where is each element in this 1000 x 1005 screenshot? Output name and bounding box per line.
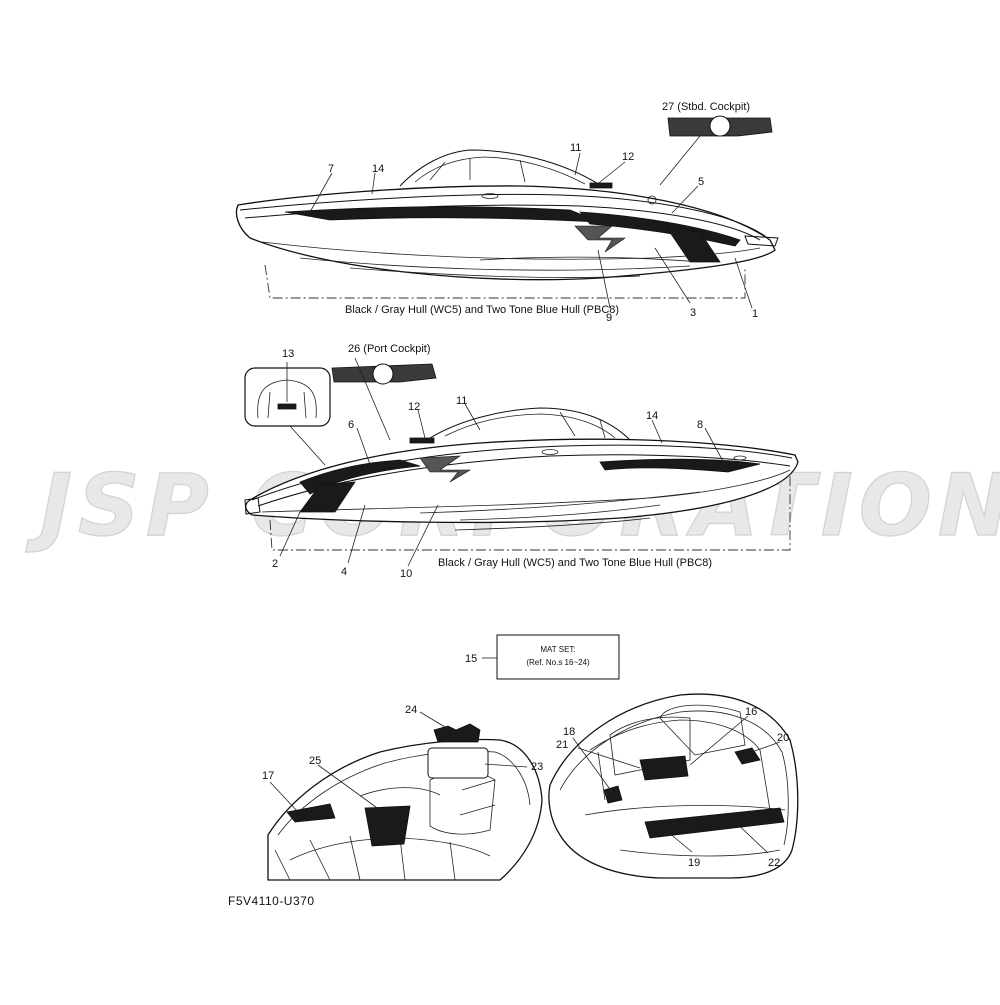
bow-leader-lines bbox=[269, 711, 528, 813]
callout-7: 7 bbox=[328, 163, 334, 175]
emblem-inset-13 bbox=[244, 362, 331, 427]
callout-20: 20 bbox=[777, 732, 789, 744]
callout-2: 2 bbox=[272, 558, 278, 570]
part-code: F5V4110-U370 bbox=[228, 894, 315, 908]
callout-1: 1 bbox=[752, 308, 758, 320]
callout-23: 23 bbox=[531, 761, 543, 773]
callout-12-port: 12 bbox=[408, 401, 420, 413]
callout-15: 15 bbox=[465, 653, 477, 665]
stern-leader-lines bbox=[572, 715, 781, 854]
callout-24: 24 bbox=[405, 704, 417, 716]
callout-5: 5 bbox=[698, 176, 704, 188]
callout-3: 3 bbox=[690, 307, 696, 319]
callout-21: 21 bbox=[556, 739, 568, 751]
mat-set-title: MAT SET: bbox=[540, 645, 575, 654]
callout-4: 4 bbox=[341, 566, 347, 578]
callout-16: 16 bbox=[745, 706, 757, 718]
callout-19: 19 bbox=[688, 857, 700, 869]
starboard-hull-view bbox=[235, 149, 779, 299]
callout-8: 8 bbox=[697, 419, 703, 431]
stbd-cockpit-decal bbox=[667, 115, 773, 137]
callout-9: 9 bbox=[606, 312, 612, 324]
callout-6: 6 bbox=[348, 419, 354, 431]
callout-10: 10 bbox=[400, 568, 412, 580]
callout-14-stbd: 14 bbox=[372, 163, 384, 175]
callout-26: 26 (Port Cockpit) bbox=[348, 343, 431, 355]
callout-14-port: 14 bbox=[646, 410, 658, 422]
callout-13: 13 bbox=[282, 348, 294, 360]
port-caption: Black / Gray Hull (WC5) and Two Tone Blu… bbox=[438, 557, 712, 569]
callout-11-stbd: 11 bbox=[570, 142, 581, 154]
callout-11-port: 11 bbox=[456, 395, 467, 407]
mat-set-range: (Ref. No.s 16~24) bbox=[526, 658, 590, 667]
callout-22: 22 bbox=[768, 857, 780, 869]
port-hull-view bbox=[244, 407, 799, 551]
callout-25: 25 bbox=[309, 755, 321, 767]
callout-17: 17 bbox=[262, 770, 274, 782]
callout-18: 18 bbox=[563, 726, 575, 738]
stbd-caption: Black / Gray Hull (WC5) and Two Tone Blu… bbox=[345, 304, 619, 316]
port-cockpit-decal bbox=[331, 363, 437, 385]
mat-set-box: 15 MAT SET: (Ref. No.s 16~24) bbox=[465, 634, 620, 680]
callout-27: 27 (Stbd. Cockpit) bbox=[662, 101, 750, 113]
bow-deck-view bbox=[267, 723, 543, 881]
callout-12-stbd: 12 bbox=[622, 151, 634, 163]
stern-deck-view bbox=[548, 693, 799, 879]
port-leader-lines bbox=[279, 357, 726, 567]
stbd-leader-lines bbox=[309, 135, 753, 309]
